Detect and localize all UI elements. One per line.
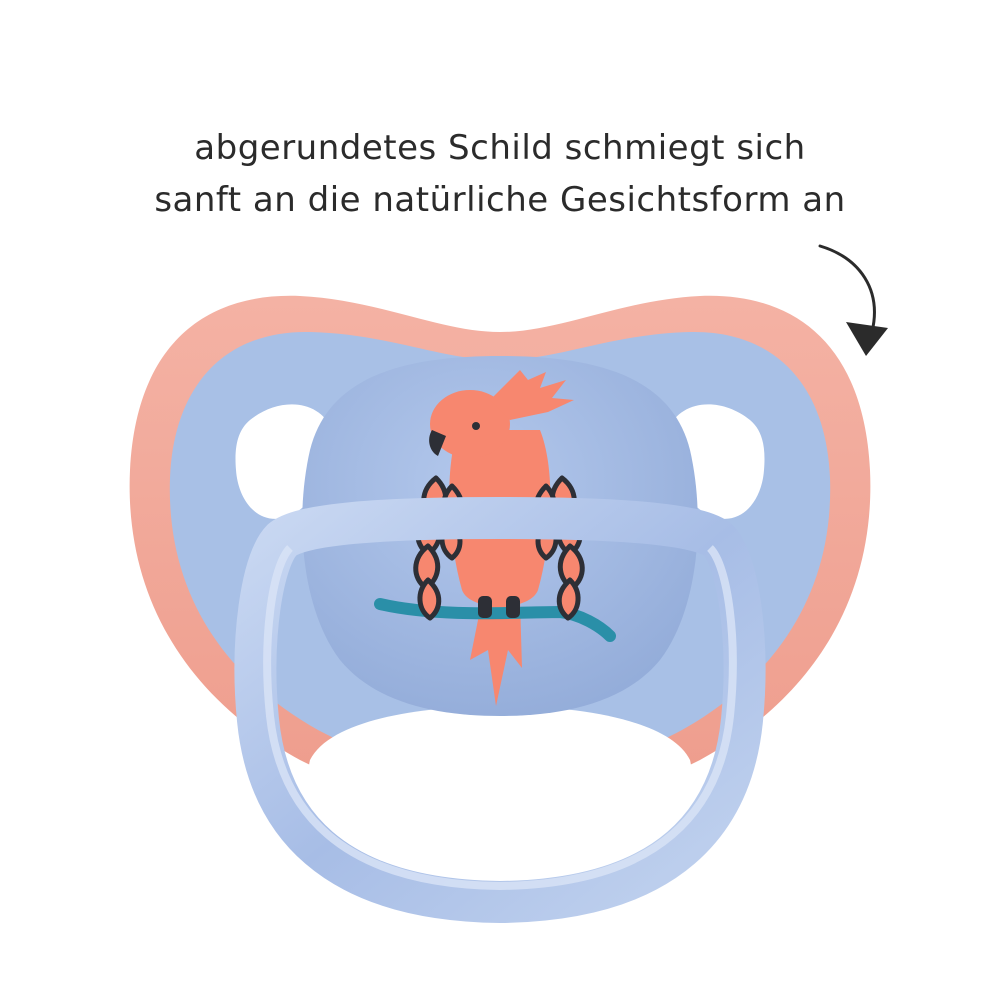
handle-ring-highlight — [263, 545, 737, 890]
handle-ring — [234, 497, 766, 923]
shield-window-bottom — [308, 706, 692, 852]
caption: abgerundetes Schild schmiegt sich sanft … — [0, 122, 1000, 226]
curved-arrow-icon — [818, 244, 888, 356]
caption-line-1: abgerundetes Schild schmiegt sich — [194, 128, 806, 168]
caption-line-2: sanft an die natürliche Gesichtsform an — [154, 180, 846, 220]
